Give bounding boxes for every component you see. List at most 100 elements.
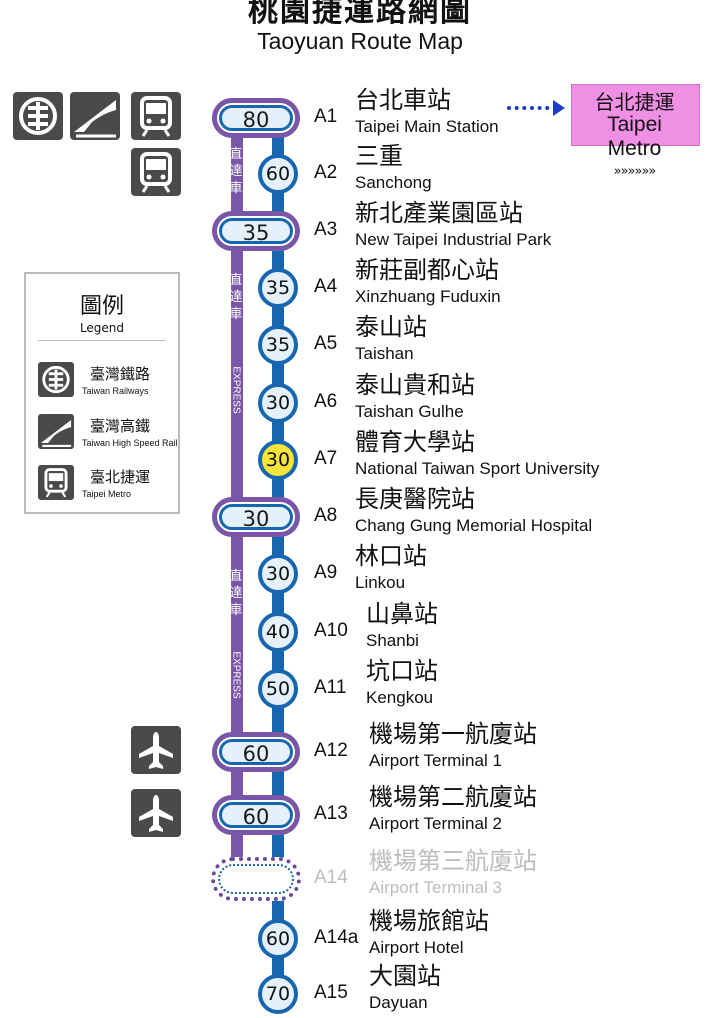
- station-name-zh: 長庚醫院站: [355, 485, 475, 513]
- station-name-zh: 坑口站: [366, 657, 438, 685]
- station-name-en: Airport Hotel: [369, 938, 464, 957]
- station-name-zh: 台北車站: [355, 86, 451, 114]
- local-station-marker: 30: [258, 440, 298, 480]
- legend-subtitle: Legend: [79, 321, 125, 335]
- express-label-en: EXPRESS: [224, 640, 248, 710]
- station-name-zh: 機場第三航廈站: [369, 847, 537, 875]
- local-station-marker: 35: [258, 325, 298, 365]
- taiwan-railways-icon: [38, 362, 74, 397]
- station-code: A5: [314, 333, 338, 354]
- express-label-char: 車: [229, 603, 243, 618]
- local-station-marker: 50: [258, 669, 298, 709]
- station-name-en: Airport Terminal 3: [369, 878, 502, 897]
- local-station-marker: 30: [258, 554, 298, 594]
- station-code: A11: [314, 677, 347, 698]
- station-code: A15: [314, 982, 348, 1003]
- station-name-zh: 泰山站: [355, 313, 427, 341]
- station-minutes: 60: [219, 802, 293, 829]
- taiwan-railways-icon: [13, 92, 63, 140]
- station-code: A7: [314, 448, 338, 469]
- station-name-zh: 機場旅館站: [369, 907, 489, 935]
- station-name-en: Taipei Main Station: [355, 117, 499, 136]
- station-name-en: Dayuan: [369, 993, 428, 1012]
- station-name-zh: 新莊副都心站: [355, 256, 499, 284]
- express-label-en: EXPRESS: [224, 355, 248, 425]
- taipei-metro-icon: [38, 465, 74, 500]
- airplane-icon: [131, 789, 181, 837]
- station-name-zh: 林口站: [355, 542, 427, 570]
- station-code: A2: [314, 162, 338, 183]
- station-name-zh: 大園站: [369, 962, 441, 990]
- station-name-en: Kengkou: [366, 688, 434, 707]
- station-code: A8: [314, 505, 338, 526]
- legend-item-en: Taiwan High Speed Rail: [82, 438, 178, 448]
- station-code: A6: [314, 391, 338, 412]
- station-name-zh: 山鼻站: [366, 600, 438, 628]
- transfer-chevrons: »»»»»»: [613, 164, 657, 179]
- station-name-en: Airport Terminal 1: [369, 751, 502, 770]
- express-label-char: 車: [229, 181, 243, 196]
- station-minutes: 35: [219, 218, 293, 245]
- airplane-icon: [131, 726, 181, 774]
- express-station-marker: 80: [212, 98, 300, 138]
- express-label-char: 達: [229, 586, 243, 601]
- express-label-char: 直: [229, 147, 243, 162]
- station-code: A3: [314, 219, 338, 240]
- express-label-char: 車: [229, 307, 243, 322]
- express-label-char: 達: [229, 164, 243, 179]
- map-title-zh: 桃園捷運路網圖: [248, 0, 472, 29]
- station-name-en: Airport Terminal 2: [369, 814, 502, 833]
- high-speed-rail-icon: [38, 414, 74, 449]
- taipei-metro-transfer-box: [571, 84, 700, 146]
- transfer-label-en-line1: Taipei: [607, 113, 662, 136]
- station-name-en: Xinzhuang Fuduxin: [355, 287, 501, 306]
- express-label-en-text: EXPRESS: [230, 651, 242, 699]
- express-station-marker: 30: [212, 497, 300, 537]
- station-code: A10: [314, 620, 348, 641]
- taipei-metro-icon: [131, 92, 181, 140]
- legend-item-en: Taipei Metro: [82, 489, 132, 499]
- station-name-en: Sanchong: [355, 173, 432, 192]
- station-code: A12: [314, 740, 348, 761]
- express-label-en-text: EXPRESS: [230, 366, 242, 414]
- transfer-label-en-line2: Metro: [607, 137, 662, 160]
- station-name-en: Taishan: [355, 344, 414, 363]
- transfer-arrow-head: [553, 100, 565, 116]
- express-station-marker: 60: [212, 795, 300, 835]
- station-name-zh: 機場第二航廈站: [369, 783, 537, 811]
- station-minutes: 30: [219, 504, 293, 531]
- station-code: A14: [314, 867, 348, 888]
- station-name-en: Taishan Gulhe: [355, 402, 464, 421]
- station-code: A14a: [314, 927, 359, 948]
- express-station-marker: 35: [212, 211, 300, 251]
- station-code: A13: [314, 803, 348, 824]
- legend-item-zh: 臺北捷運: [90, 468, 151, 486]
- express-station-marker: 60: [212, 732, 300, 772]
- legend-title: 圖例: [79, 294, 124, 319]
- future-station-marker: [211, 857, 301, 901]
- legend-item-zh: 臺灣鐵路: [90, 365, 151, 383]
- local-station-marker: 35: [258, 268, 298, 308]
- station-minutes: 80: [219, 105, 293, 132]
- station-name-zh: 三重: [355, 142, 403, 170]
- station-name-en: Shanbi: [366, 631, 419, 650]
- local-station-marker: 60: [258, 919, 298, 959]
- future-station-marker-inner: [218, 864, 294, 894]
- transfer-label-zh: 台北捷運: [594, 90, 675, 114]
- express-label-char: 達: [229, 290, 243, 305]
- station-name-en: National Taiwan Sport University: [355, 459, 600, 478]
- map-title-en: Taoyuan Route Map: [257, 28, 463, 54]
- station-name-zh: 體育大學站: [355, 428, 475, 456]
- local-station-marker: 70: [258, 974, 298, 1014]
- high-speed-rail-icon: [70, 92, 120, 140]
- local-station-marker: 30: [258, 383, 298, 423]
- express-label-char: 直: [229, 569, 243, 584]
- legend-divider: [38, 340, 166, 341]
- station-code: A9: [314, 562, 338, 583]
- legend-item-zh: 臺灣高鐵: [90, 417, 151, 435]
- station-code: A4: [314, 276, 338, 297]
- station-name-zh: 新北產業園區站: [355, 199, 523, 227]
- station-name-en: Linkou: [355, 573, 406, 592]
- station-name-zh: 機場第一航廈站: [369, 720, 537, 748]
